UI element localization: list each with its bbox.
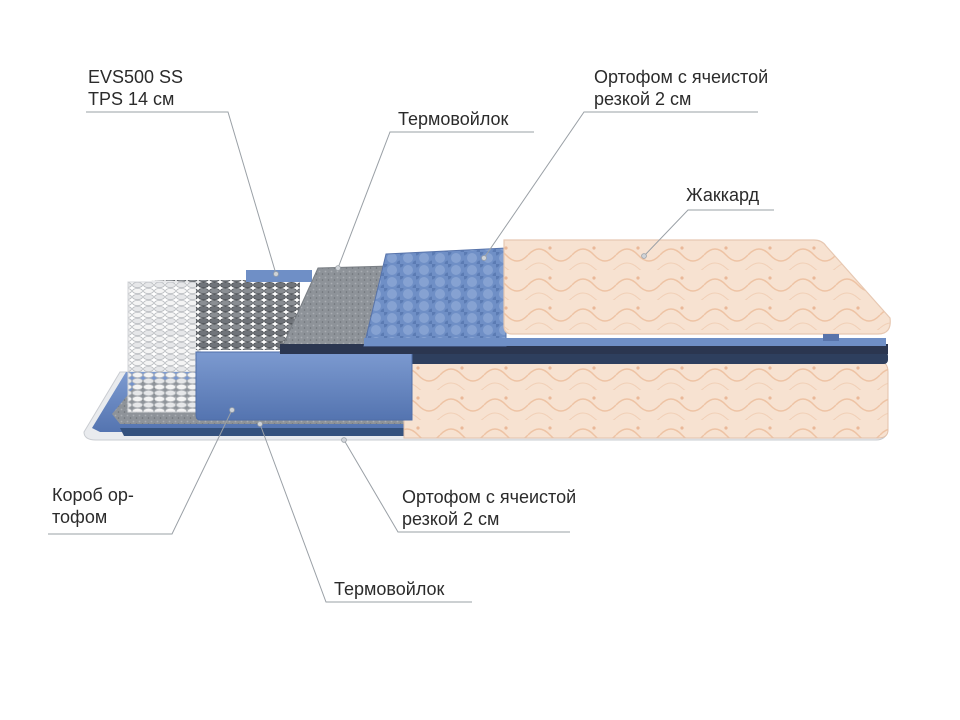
- label-foam-bottom-line1: Ортофом с ячеистой: [402, 487, 577, 507]
- label-foam-bottom: Ортофом с ячеистой резкой 2 см: [402, 486, 576, 530]
- leader-springs: [86, 111, 277, 275]
- label-jacquard: Жаккард: [686, 184, 759, 206]
- label-springs: EVS500 SS TPS 14 см: [88, 66, 183, 110]
- pocket-springs-white: [127, 281, 201, 413]
- label-foam-bottom-line2: резкой 2 см: [402, 509, 500, 529]
- label-foam-top-line1: Ортофом с ячеистой: [594, 67, 769, 87]
- label-box: Короб ор- тофом: [52, 484, 134, 528]
- box-orthofoam-back: [246, 270, 312, 282]
- mattress-piping: [404, 352, 888, 364]
- label-felt-top-line1: Термовойлок: [398, 109, 509, 129]
- leader-lines: [48, 111, 774, 603]
- leader-felt-top: [337, 131, 534, 269]
- top-egg-orthofoam: [363, 247, 507, 347]
- leader-foam-bottom: [343, 439, 570, 533]
- label-felt-bottom-line1: Термовойлок: [334, 579, 445, 599]
- label-foam-top: Ортофом с ячеистой резкой 2 см: [594, 66, 768, 110]
- leader-box: [48, 409, 233, 535]
- pocket-springs-top: [150, 280, 300, 350]
- leader-foam-top: [483, 111, 758, 259]
- dark-separator: [280, 344, 888, 354]
- label-felt-top: Термовойлок: [398, 108, 508, 130]
- label-springs-line2: TPS 14 см: [88, 89, 175, 109]
- label-felt-bottom: Термовойлок: [334, 578, 444, 600]
- jacquard-side-panel: [403, 361, 889, 439]
- label-box-line2: тофом: [52, 507, 108, 527]
- label-springs-line1: EVS500 SS: [88, 67, 184, 87]
- leader-felt-bottom: [259, 423, 472, 603]
- top-egg-orthofoam-edge: [364, 338, 886, 346]
- label-foam-top-line2: резкой 2 см: [594, 89, 692, 109]
- leader-jacquard: [643, 209, 774, 257]
- jacquard-top-cover: [503, 239, 891, 335]
- bottom-egg-foam-strip: [120, 428, 410, 436]
- box-orthofoam-front: [195, 351, 413, 421]
- label-jacquard-line1: Жаккард: [686, 185, 760, 205]
- brand-tag: [823, 334, 839, 341]
- label-box-line1: Короб ор-: [52, 485, 134, 505]
- leader-dots: [229, 253, 647, 443]
